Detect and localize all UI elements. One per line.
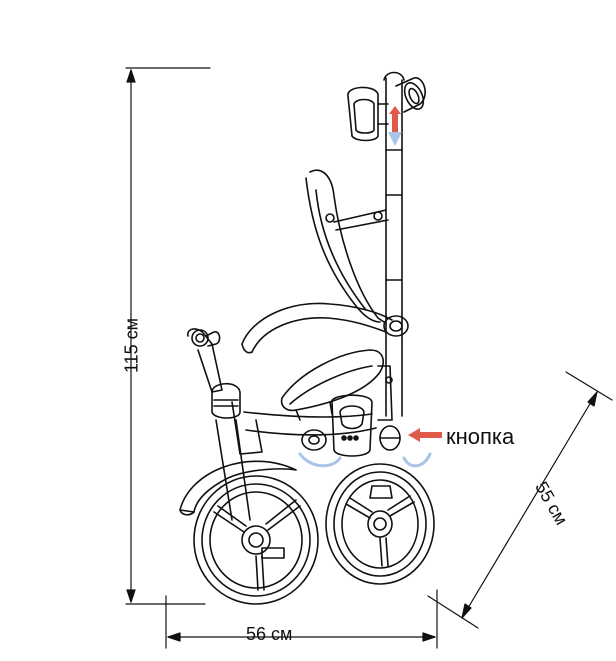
front-fender [179,460,297,516]
rear-wheel [325,463,435,585]
width-dimension [165,589,438,649]
depth-dimension [427,371,613,629]
safety-bar [241,302,409,354]
button-label: кнопка [446,424,515,449]
width-label: 56 см [246,624,293,644]
steering-column [187,328,251,521]
fold-arrow-icon [388,106,402,146]
button-arrow-icon [408,428,442,442]
backrest [305,169,389,323]
front-wheel [193,475,319,605]
height-dimension [125,67,211,605]
rotation-arrows-icon [298,452,432,468]
push-handle-pole [347,71,426,417]
height-label: 115 см [121,317,142,374]
frame [231,365,401,457]
